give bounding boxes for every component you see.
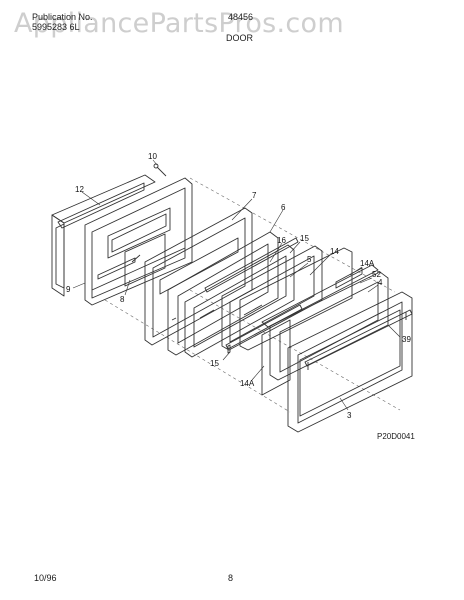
section-title: DOOR — [226, 33, 253, 43]
callout-4: 4 — [378, 278, 383, 287]
callout-5: 5 — [307, 255, 312, 264]
alignment-guides — [104, 177, 401, 413]
model-number: 48456 — [228, 12, 254, 22]
leader-lines — [72, 159, 401, 411]
callout-14a-lower: 14A — [240, 379, 255, 388]
callout-10: 10 — [148, 152, 157, 161]
insulation-part — [239, 247, 353, 351]
diagram-reference-code: P20D0041 — [377, 432, 415, 441]
callout-labels: 10 12 7 6 16 15 14 5 14A 52 4 9 8 39 15 … — [66, 152, 411, 420]
footer-date: 10/96 — [34, 573, 57, 583]
inner-glass-part — [124, 233, 166, 287]
screw-part — [153, 163, 167, 177]
callout-14a-upper: 14A — [360, 259, 375, 268]
callout-15-upper: 15 — [300, 234, 309, 243]
callout-14: 14 — [330, 247, 339, 256]
publication-number: 5995283 6L — [32, 22, 80, 32]
callout-52: 52 — [372, 270, 381, 279]
glass-retainer-upper-part — [184, 244, 295, 358]
callout-7: 7 — [252, 191, 257, 200]
door-liner-part — [51, 174, 156, 297]
door-handle-part — [304, 309, 413, 370]
callout-8: 8 — [120, 295, 125, 304]
inner-door-panel-part — [84, 177, 193, 306]
callout-6: 6 — [281, 203, 286, 212]
spacer-lower-part — [261, 319, 291, 396]
callout-15-lower: 15 — [210, 359, 219, 368]
glass-channel-part — [261, 264, 379, 328]
callout-39: 39 — [402, 335, 411, 344]
callout-16: 16 — [277, 236, 286, 245]
callout-9: 9 — [66, 285, 71, 294]
callout-3: 3 — [347, 411, 352, 420]
watermark: AppliancePartsPros.com — [14, 8, 344, 39]
footer-page-number: 8 — [228, 573, 234, 583]
outer-door-part — [287, 291, 413, 433]
publication-label: Publication No. — [32, 12, 93, 22]
callout-12: 12 — [75, 185, 84, 194]
